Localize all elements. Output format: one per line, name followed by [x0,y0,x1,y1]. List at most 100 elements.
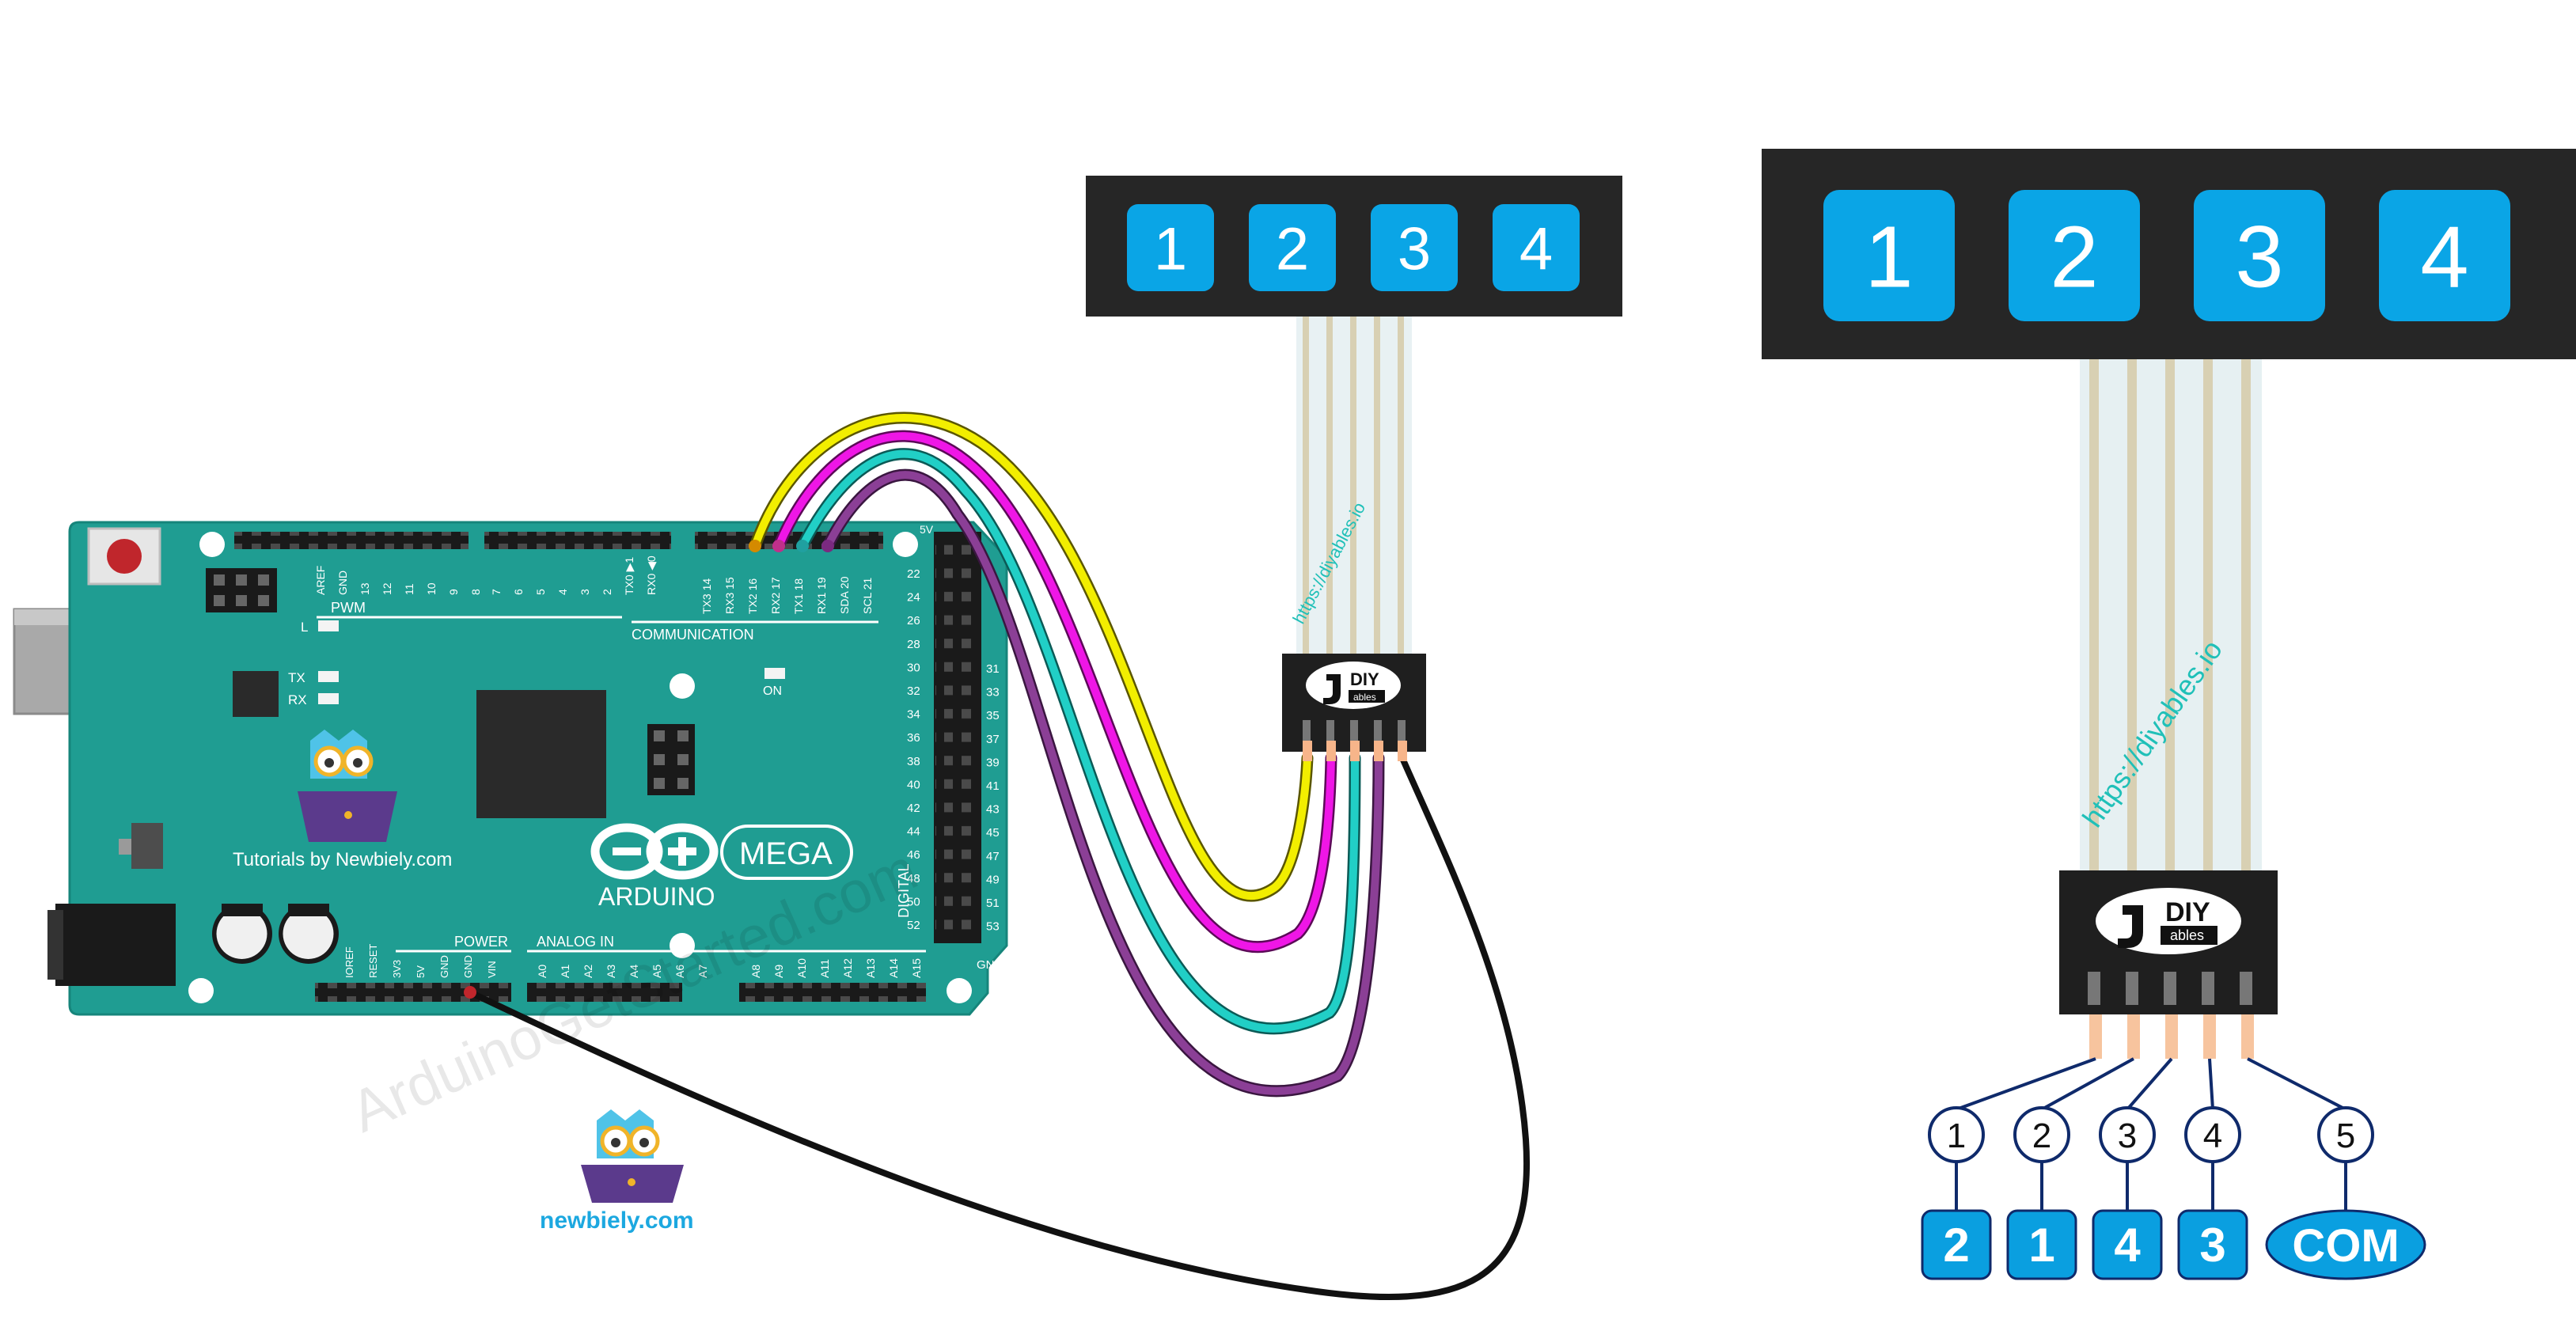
pin-number-circle [2013,1106,2070,1163]
pin-label: 43 [986,803,1000,817]
label-analog-in: ANALOG IN [537,934,614,950]
label-led-on: ON [763,684,782,698]
usb-chip [233,671,279,717]
pin-label: 52 [907,919,920,932]
pin-label: 46 [907,848,920,862]
wire-endpoints [464,540,1407,999]
pin-label: A15 [910,958,923,978]
pin-label: 45 [986,826,1000,840]
pin-label: 35 [986,709,1000,722]
key-2-button[interactable]: 2 [1249,204,1336,291]
pin-label: VIN [486,961,498,978]
key-4-button[interactable]: 4 [2379,190,2510,321]
pin-label: 39 [986,756,1000,769]
pin-label: A11 [818,959,831,978]
led-l [318,620,339,631]
pin-label: A3 [605,965,617,978]
key-label: 3 [2235,209,2283,306]
wires [467,411,1531,1301]
pin-label: GND [336,571,349,595]
pin-function-badge [2265,1209,2426,1280]
pin-label: 38 [907,755,920,768]
key-2-button[interactable]: 2 [2009,190,2140,321]
power-jack [55,904,176,986]
header-analog-b [739,983,926,1002]
pin-label: 37 [986,733,1000,746]
pin-number-circle [2317,1106,2374,1163]
pin-label: IOREF [343,946,355,978]
pin-label: 26 [907,614,920,627]
pin-label: A4 [628,965,640,978]
key-3-button[interactable]: 3 [2194,190,2325,321]
pin-label: RX1 19 [815,577,828,614]
pin-label: 31 [986,662,1000,676]
pin-function-badge [2092,1209,2163,1280]
pin-number: 4 [2203,1117,2222,1155]
pin-function: 4 [2114,1219,2141,1272]
pin-label: RX0 ◀0 [645,555,658,595]
pin-label: 44 [907,825,920,839]
arduino-mega-board: PWM COMMUNICATION L TX RX ON 5V GND DIGI… [13,521,1008,1016]
led-tx [318,671,339,682]
label-gnd: GND [977,958,1003,972]
pin-function: 2 [1943,1219,1969,1272]
logo-ables: ables [1353,692,1376,703]
logo-diy: DIY [2165,897,2210,927]
pin-label: 5V [415,965,427,978]
key-1-button[interactable]: 1 [1823,190,1955,321]
pin-label: 28 [907,638,920,651]
label-pwm: PWM [331,600,366,616]
pin-label: A13 [864,958,877,978]
pin-label: SCL 21 [861,578,874,614]
pin-label: 32 [907,684,920,698]
pin-label: 5 [534,589,547,595]
pin-function-badge [1921,1209,1992,1280]
key-3-button[interactable]: 3 [1371,204,1458,291]
pin-function-badge [2006,1209,2077,1280]
mount-hole [893,532,918,557]
pin-label: RX3 15 [723,577,736,614]
pin-label: A6 [673,965,686,978]
pin-label: 3V3 [391,960,403,978]
pin-label: A12 [841,958,854,978]
pin-label: TX0 ▶1 [623,557,635,595]
label-digital: DIGITAL [896,863,912,918]
pin-label: 33 [986,686,1000,700]
pin-label: 42 [907,802,920,815]
voltage-regulator [131,823,163,869]
pin-label: 34 [907,708,920,722]
header-analog-a [527,983,682,1002]
pin-function: COM [2292,1220,2399,1272]
pin-label: 51 [986,897,1000,910]
led-on [764,668,785,679]
pin-function-badge [2177,1209,2248,1280]
icsp-header [647,724,695,795]
key-label: 2 [2050,209,2098,306]
pin-number: 1 [1947,1117,1966,1155]
pin-number-circle [2099,1106,2156,1163]
newbiely-site-text: newbiely.com [540,1208,694,1234]
key-1-button[interactable]: 1 [1127,204,1214,291]
mount-hole [670,673,695,699]
pin-label: A9 [772,965,785,978]
header-top-a [234,532,469,549]
pin-label: TX1 18 [792,578,805,614]
label-led-rx: RX [288,692,307,707]
pin-number: 3 [2118,1117,2137,1155]
pin-number-circle [1928,1106,1985,1163]
pin-label: 4 [556,589,569,595]
reset-button[interactable] [87,527,161,586]
mount-hole [947,978,972,1003]
pin-label: 2 [601,589,613,595]
pin-label: A1 [559,965,571,978]
ribbon-cable [2080,356,2262,870]
key-label: 4 [2420,209,2468,306]
key-label: 4 [1519,215,1553,282]
key-4-button[interactable]: 4 [1493,204,1580,291]
pin-function: 3 [2199,1219,2225,1272]
led-rx [318,693,339,704]
newbiely-owl-logo [298,730,397,842]
